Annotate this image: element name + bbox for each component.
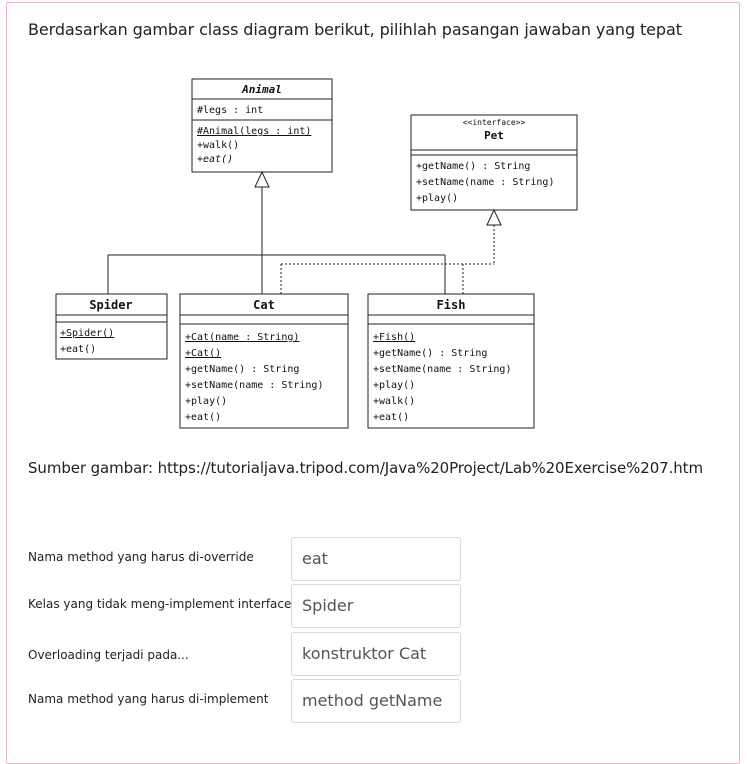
cat-method: +getName() : String xyxy=(185,364,299,375)
cat-class-box xyxy=(179,293,349,429)
spider-method: +eat() xyxy=(60,344,96,355)
pet-method: +play() xyxy=(416,193,458,204)
fish-class-name: Fish xyxy=(437,298,466,312)
match-answer-box[interactable]: konstruktor Cat xyxy=(291,632,461,676)
match-label: Nama method yang harus di-override xyxy=(28,550,254,564)
pet-stereotype: <<interface>> xyxy=(463,118,526,127)
animal-method: +walk() xyxy=(197,140,239,151)
fish-method: +Fish() xyxy=(373,332,415,343)
animal-method: +eat() xyxy=(197,154,233,165)
match-label: Kelas yang tidak meng-implement interfac… xyxy=(28,597,292,611)
pet-method: +getName() : String xyxy=(416,161,530,172)
animal-class-name: Animal xyxy=(241,83,282,96)
cat-method: +setName(name : String) xyxy=(185,380,323,391)
fish-method: +eat() xyxy=(373,412,409,423)
cat-method: +play() xyxy=(185,396,227,407)
spider-class-box xyxy=(55,293,168,360)
spider-class-name: Spider xyxy=(89,298,132,312)
fish-method: +setName(name : String) xyxy=(373,364,511,375)
cat-method: +Cat(name : String) xyxy=(185,332,299,343)
fish-method: +play() xyxy=(373,380,415,391)
cat-method: +eat() xyxy=(185,412,221,423)
match-answer-box[interactable]: method getName xyxy=(291,679,461,723)
image-source-text: Sumber gambar: https://tutorialjava.trip… xyxy=(28,459,703,477)
pet-realization-arrow xyxy=(486,208,502,226)
question-text: Berdasarkan gambar class diagram berikut… xyxy=(28,20,682,39)
cat-class-name: Cat xyxy=(253,298,275,312)
animal-inheritance-arrow xyxy=(254,170,270,188)
animal-attribute: #legs : int xyxy=(197,105,263,116)
cat-method: +Cat() xyxy=(185,348,221,359)
match-label: Nama method yang harus di-implement xyxy=(28,692,269,706)
animal-method: #Animal(legs : int) xyxy=(197,126,311,137)
spider-method: +Spider() xyxy=(60,328,114,339)
match-answer-box[interactable]: Spider xyxy=(291,584,461,628)
class-diagram: Animal #legs : int #Animal(legs : int) +… xyxy=(55,78,578,429)
match-answer-box[interactable]: eat xyxy=(291,537,461,581)
fish-class-box xyxy=(367,293,535,429)
pet-method: +setName(name : String) xyxy=(416,177,554,188)
fish-method: +walk() xyxy=(373,396,415,407)
pet-interface-name: Pet xyxy=(484,129,504,142)
fish-method: +getName() : String xyxy=(373,348,487,359)
match-label: Overloading terjadi pada... xyxy=(28,648,189,662)
pet-interface-box xyxy=(410,114,578,211)
